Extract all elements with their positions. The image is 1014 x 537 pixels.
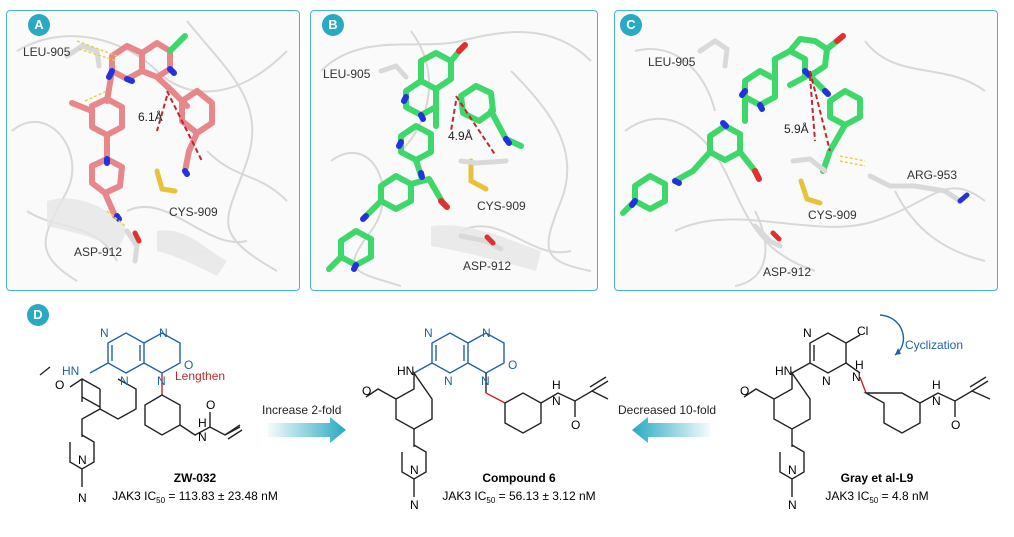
- zw032-atom-o3: O: [206, 398, 215, 412]
- compound6-atom-h1: H: [552, 378, 561, 392]
- zw032-ic50: JAK3 IC50 = 113.83 ± 23.48 nM: [112, 489, 278, 505]
- decrease-arrow: Decreased 10-fold: [618, 403, 716, 443]
- grayl9-atom-n1: N: [803, 326, 812, 340]
- compound6-structure: [365, 332, 609, 497]
- grayl9-atoms: N N Cl N H HN O N H O N N: [740, 324, 960, 512]
- compound6-ic50: JAK3 IC50 = 56.13 ± 3.12 nM: [442, 489, 595, 505]
- compound6-atom-n6: N: [410, 463, 419, 477]
- grayl9-atom-n2: N: [822, 374, 831, 388]
- panel-a: A LEU-905 6.1Å CYS-909 ASP-912: [6, 10, 300, 291]
- zw032-atom-n6: N: [78, 491, 87, 505]
- panel-b-distance-label: 4.9Å: [448, 129, 473, 143]
- panel-b-cys909-label: CYS-909: [477, 199, 526, 213]
- zw032-atom-n2: N: [159, 326, 168, 340]
- zw032-structure: [39, 332, 243, 487]
- compound6-atom-n2: N: [482, 326, 491, 340]
- chemical-scheme: N N N N O HN O N N N H O Lengthen N N: [39, 314, 991, 512]
- zw032-atom-n1: N: [100, 326, 109, 340]
- lengthen-annotation: Lengthen: [175, 369, 225, 383]
- panel-c-cys909-label: CYS-909: [808, 208, 857, 222]
- compound6-atom-hn: HN: [397, 364, 414, 378]
- panel-a-distance-label: 6.1Å: [138, 110, 163, 124]
- panel-a-asp912-label: ASP-912: [74, 245, 123, 259]
- compound6-atom-n3: N: [444, 374, 453, 388]
- panel-d-badge: D: [27, 304, 49, 326]
- grayl9-atom-cl: Cl: [857, 324, 868, 338]
- zw032-atom-n4: N: [157, 374, 166, 388]
- compound6-atom-n4: N: [481, 374, 490, 388]
- panel-c-asp912-label: ASP-912: [763, 265, 812, 279]
- compound6-atoms: N N N N O HN O N H O N N: [362, 326, 580, 512]
- compound6-atom-o3: O: [571, 418, 580, 432]
- increase-arrow-label: Increase 2-fold: [262, 403, 341, 417]
- grayl9-atom-n5: N: [788, 463, 797, 477]
- grayl9-atom-h2: H: [932, 378, 941, 392]
- zw032-atom-o2: O: [55, 378, 64, 392]
- compound6-atom-n1: N: [424, 326, 433, 340]
- grayl9-ic50: JAK3 IC50 = 4.8 nM: [825, 489, 928, 505]
- grayl9-atom-o1: O: [740, 384, 749, 398]
- panel-c-badge: C: [620, 14, 642, 36]
- zw032-name: ZW-032: [174, 471, 217, 485]
- grayl9-atom-n3: N: [852, 370, 861, 384]
- panel-c-structure: [620, 33, 986, 287]
- grayl9-atom-o2: O: [951, 418, 960, 432]
- grayl9-atom-hn: HN: [775, 364, 792, 378]
- zw032-atom-h1: H: [198, 416, 207, 430]
- cyclization-annotation: Cyclization: [905, 338, 963, 352]
- panel-c-leu905-label: LEU-905: [648, 55, 696, 69]
- panel-b-leu905-label: LEU-905: [323, 67, 371, 81]
- compound6-atom-n7: N: [410, 498, 419, 512]
- panel-c-distance-label: 5.9Å: [784, 122, 809, 136]
- panel-c-arg953-label: ARG-953: [907, 168, 958, 182]
- compound6-atom-n5: N: [552, 394, 561, 408]
- panel-b-asp912-label: ASP-912: [463, 259, 512, 273]
- zw032-atoms: N N N N O HN O N N N H O: [55, 326, 215, 505]
- panel-c: C LEU-905 5.9Å ARG-953 CYS-909 ASP-912: [614, 10, 998, 291]
- decrease-arrow-label: Decreased 10-fold: [618, 403, 716, 417]
- zw032-atom-n7: N: [198, 430, 207, 444]
- compound6-atom-o2: O: [362, 384, 371, 398]
- zw032-atom-o1: O: [184, 358, 193, 372]
- grayl9-atom-n6: N: [788, 498, 797, 512]
- compound6-name: Compound 6: [482, 471, 556, 485]
- panel-a-leu905-label: LEU-905: [23, 45, 71, 59]
- increase-arrow: Increase 2-fold: [262, 403, 346, 443]
- zw032-atom-hn: HN: [62, 364, 79, 378]
- grayl9-atom-h1: H: [855, 358, 864, 372]
- grayl9-name: Gray et al-L9: [841, 471, 914, 485]
- panel-a-cys909-label: CYS-909: [169, 205, 218, 219]
- grayl9-structure: [743, 332, 991, 497]
- grayl9-atom-n4: N: [932, 394, 941, 408]
- panel-b-badge: B: [322, 14, 344, 36]
- cyclization-arrow: [879, 314, 905, 356]
- zw032-atom-n5: N: [78, 453, 87, 467]
- panel-b: B LEU-905 4.9Å CYS-909 ASP-912: [310, 10, 598, 291]
- zw032-atom-n3: N: [120, 374, 129, 388]
- panel-b-structure: [320, 30, 592, 287]
- panel-a-badge: A: [28, 14, 50, 36]
- compound6-atom-o1: O: [508, 358, 517, 372]
- panel-a-structure: [11, 20, 288, 282]
